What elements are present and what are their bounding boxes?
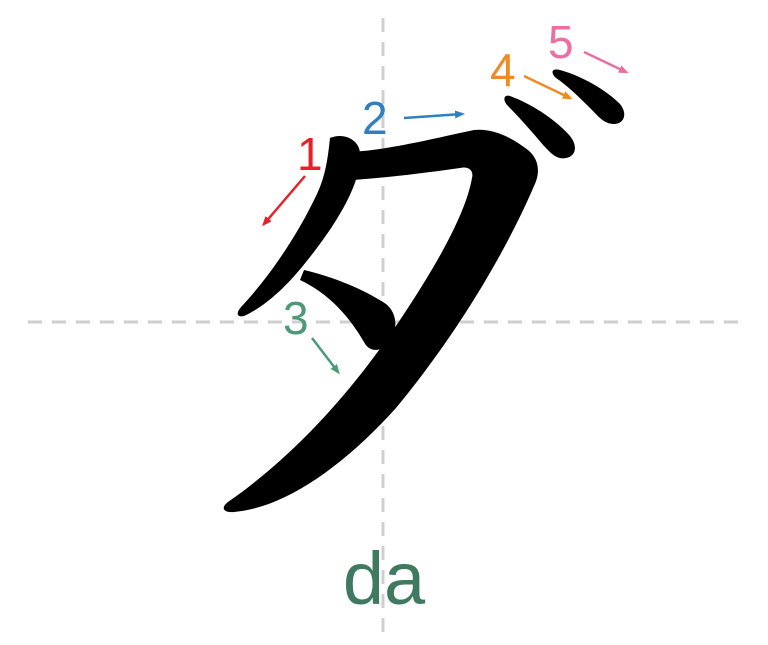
stroke-order-marker-4: 4 <box>490 44 573 100</box>
stroke-2 <box>223 129 538 513</box>
stroke-direction-arrow-3 <box>311 337 340 375</box>
stroke-1 <box>237 135 361 317</box>
stroke-order-marker-1: 1 <box>262 128 323 227</box>
stroke-direction-arrow-1 <box>262 175 306 227</box>
stroke-5 <box>552 69 625 124</box>
stroke-number-1: 1 <box>297 128 323 180</box>
stroke-order-marker-2: 2 <box>362 92 465 144</box>
stroke-number-2: 2 <box>362 92 388 144</box>
stroke-4 <box>504 95 575 159</box>
stroke-number-5: 5 <box>548 16 574 68</box>
stroke-3 <box>300 270 396 350</box>
stroke-number-3: 3 <box>283 292 309 344</box>
stroke-direction-arrow-4 <box>523 74 573 100</box>
stroke-direction-arrow-2 <box>403 110 465 120</box>
glyph-da <box>223 69 625 513</box>
stroke-direction-arrow-5 <box>583 50 629 74</box>
romaji-label: da <box>342 537 426 620</box>
stroke-order-marker-3: 3 <box>283 292 340 375</box>
stroke-number-4: 4 <box>490 44 516 96</box>
stroke-order-marker-5: 5 <box>548 16 629 74</box>
